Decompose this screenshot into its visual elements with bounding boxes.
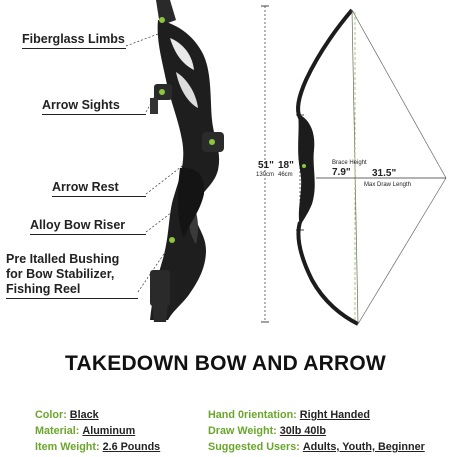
callout-underline	[22, 48, 126, 49]
callout-fiberglass-limbs: Fiberglass Limbs	[22, 32, 126, 49]
callout-bushing: Pre Italled Bushing for Bow Stabilizer, …	[6, 252, 138, 299]
page-title: TAKEDOWN BOW AND ARROW	[65, 352, 386, 375]
spec-row-draw-weight: Draw Weight: 30lb 40lb	[208, 425, 326, 438]
spec-value: 2.6 Pounds	[102, 441, 161, 453]
callout-arrow-rest: Arrow Rest	[52, 180, 146, 197]
callout-line: Pre Italled Bushing	[6, 252, 120, 266]
brace-height-value: 7.9"	[332, 167, 351, 178]
spec-key: Color:	[35, 409, 67, 421]
spec-value: 30lb 40lb	[279, 425, 327, 437]
spec-row-color: Color: Black	[35, 409, 99, 422]
spec-key: Item Weight:	[35, 441, 100, 453]
spec-value: Black	[69, 409, 99, 421]
callout-underline	[30, 234, 146, 235]
callout-underline	[42, 114, 146, 115]
callout-line: Fishing Reel	[6, 282, 81, 296]
spec-row-material: Material: Aluminum	[35, 425, 135, 438]
callout-underline	[6, 298, 138, 299]
callout-alloy-bow-riser: Alloy Bow Riser	[30, 218, 146, 235]
callout-line: for Bow Stabilizer,	[6, 267, 115, 281]
callout-label: Alloy Bow Riser	[30, 218, 126, 232]
spec-value: Adults, Youth, Beginner	[302, 441, 425, 453]
callout-underline	[52, 196, 146, 197]
spec-key: Hand 0rientation:	[208, 409, 297, 421]
spec-key: Material:	[35, 425, 80, 437]
callout-label: Arrow Rest	[52, 180, 119, 194]
length-inches: 51"	[258, 160, 274, 171]
spec-value: Aluminum	[82, 425, 136, 437]
spec-row-weight: Item Weight: 2.6 Pounds	[35, 441, 160, 454]
draw-length-label: Max Draw Length	[364, 182, 412, 188]
riser-cm: 46cm	[278, 172, 293, 178]
callout-arrow-sights: Arrow Sights	[42, 98, 146, 115]
riser-inches: 18"	[278, 160, 294, 171]
brace-height-label: Brace Height	[332, 160, 367, 166]
spec-key: Draw Weight:	[208, 425, 277, 437]
spec-row-users: Suggested Users: Adults, Youth, Beginner	[208, 441, 425, 454]
spec-row-hand: Hand 0rientation: Right Handed	[208, 409, 370, 422]
spec-value: Right Handed	[299, 409, 370, 421]
draw-length-value: 31.5"	[372, 168, 397, 179]
length-cm: 130cm	[256, 172, 275, 178]
callout-label: Arrow Sights	[42, 98, 120, 112]
spec-key: Suggested Users:	[208, 441, 300, 453]
callout-label: Fiberglass Limbs	[22, 32, 125, 46]
